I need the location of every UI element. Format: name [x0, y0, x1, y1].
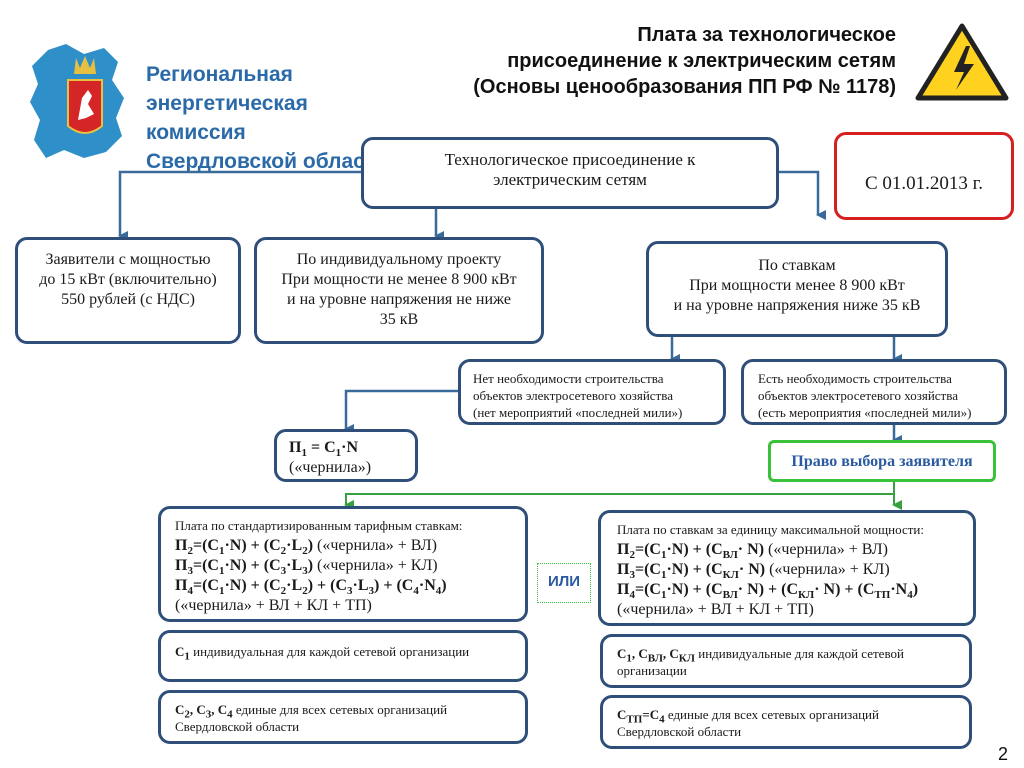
left-note-individual: С1 индивидуальная для каждой сетевой орг… — [158, 630, 528, 682]
page-title: Плата за технологическое присоединение к… — [473, 24, 896, 98]
or-label-box: ИЛИ — [537, 563, 591, 603]
individual-project-box: По индивидуальному проекту При мощности … — [254, 237, 544, 344]
standard-tariff-box: Плата по стандартизированным тарифным ст… — [158, 506, 528, 622]
right-note-common: СТП=С4 единые для всех сетевых организац… — [600, 695, 972, 749]
high-voltage-warning-icon — [914, 22, 1010, 102]
root-box: Технологическое присоединение к электрич… — [361, 137, 779, 209]
small-applicants-box: Заявители с мощностью до 15 кВт (включит… — [15, 237, 241, 344]
applicant-choice-box: Право выбора заявителя — [768, 440, 996, 482]
need-build-box: Есть необходимость строительства объекто… — [741, 359, 1007, 425]
logo-title: Региональная энергетическая комиссия Све… — [146, 63, 389, 173]
no-build-box: Нет необходимости строительства объектов… — [458, 359, 726, 425]
region-logo-icon — [26, 40, 134, 164]
rates-box: По ставкам При мощности менее 8 900 кВт … — [646, 241, 948, 337]
page-number: 2 — [998, 744, 1009, 764]
date-box: С 01.01.2013 г. — [834, 132, 1014, 220]
left-note-common: С2, С3, С4 единые для всех сетевых орган… — [158, 690, 528, 744]
p1-formula-box: П1 = С1·N («чернила») — [274, 429, 418, 482]
right-note-individual: С1, СВЛ, СКЛ индивидуальные для каждой с… — [600, 634, 972, 688]
power-rate-tariff-box: Плата по ставкам за единицу максимальной… — [598, 510, 976, 626]
